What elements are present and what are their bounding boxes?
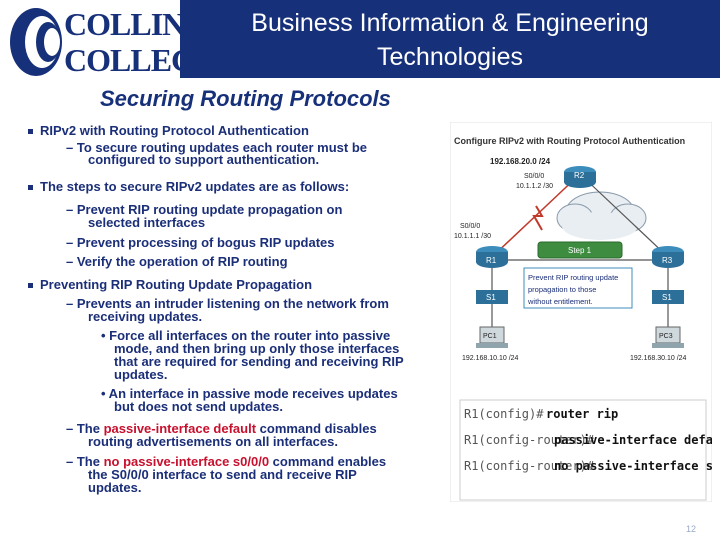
cli-prompt-3: R1(config-router)#: [464, 459, 595, 473]
cli-command-1: router rip: [546, 407, 618, 421]
r1-s000-label: S0/0/0: [460, 223, 480, 230]
bullet-3-sub-2-line-2: routing advertisements on all interfaces…: [88, 434, 338, 449]
bullet-3-sub-1-line-1: – Prevents an intruder listening on the …: [66, 296, 389, 311]
slide-title: Securing Routing Protocols: [100, 86, 391, 111]
no-passive-interface-command: no passive-interface s0/0/0: [103, 454, 270, 469]
bullet-3-dot-1-line-1: • Force all interfaces on the router int…: [101, 328, 391, 343]
cli-command-2: passive-interface default: [554, 433, 712, 447]
link-r2-r3: [579, 173, 669, 258]
bullet-3-dot-1-line-4: updates.: [114, 367, 168, 382]
r1-s000-ip: 10.1.1.1 /30: [454, 233, 491, 240]
router-r1-label: R1: [486, 256, 497, 265]
r2-network-label: 192.168.20.0 /24: [490, 157, 551, 166]
router-r2-label: R2: [574, 171, 585, 180]
header-title-line1: Business Information & Engineering: [251, 9, 649, 37]
callout-line-3: without entitlement.: [527, 297, 593, 306]
header-title: Business Information & Engineering Techn…: [200, 6, 700, 74]
bullet-3-sub-3-line-2: the S0/0/0 interface to send and receive…: [88, 467, 357, 482]
bullet-3-sub-1-line-2: receiving updates.: [88, 309, 203, 324]
bullet-3-dot-1-line-3: that are required for sending and receiv…: [114, 354, 404, 369]
bullet-2-sub-1-line-2: selected interfaces: [88, 215, 206, 230]
sub-3-prefix: – The: [66, 454, 104, 469]
cli-prompt-1: R1(config)#: [464, 407, 544, 421]
bullet-3-dot-2-line-1: • An interface in passive mode receives …: [101, 386, 398, 401]
bullet-3-dot-2-line-2: but does not send updates.: [114, 399, 284, 414]
sub-3-suffix: command enables: [269, 454, 387, 469]
bullet-3-sub-3-line-1: – The no passive-interface s0/0/0 comman…: [66, 455, 386, 469]
bullet-3-sub-2-line-1: – The passive-interface default command …: [66, 422, 377, 436]
step-1-label: Step 1: [568, 246, 592, 255]
logo-collin-text: COLLIN: [64, 6, 185, 42]
header-bar: [180, 0, 720, 78]
pc1-network-label: 192.168.10.10 /24: [462, 355, 519, 362]
bullet-1-sub-1-line-1: – To secure routing updates each router …: [66, 140, 367, 155]
cli-command-3: no passive-interface s0/0/0: [554, 459, 712, 473]
logo-swoosh-icon: [10, 8, 62, 76]
rip-topology-figure: Configure RIPv2 with Routing Protocol Au…: [450, 122, 712, 502]
router-r3-icon: [652, 246, 684, 268]
bullet-1: RIPv2 with Routing Protocol Authenticati…: [40, 123, 309, 138]
switch-s1-right-icon: [652, 290, 684, 304]
router-r2-icon: [564, 166, 596, 188]
switch-s1-left-icon: [476, 290, 508, 304]
bullet-2: The steps to secure RIPv2 updates are as…: [40, 179, 350, 194]
bullet-square-icon: [28, 185, 33, 190]
pc1-base: [476, 343, 508, 348]
bullet-2-sub-2: – Prevent processing of bogus RIP update…: [66, 235, 335, 250]
page-number: 12: [686, 524, 697, 534]
bullet-square-icon: [28, 283, 33, 288]
step-1-box: [537, 241, 623, 259]
bullet-3-dot-1-line-2: mode, and then bring up only those inter…: [114, 341, 400, 356]
lightning-icon: [532, 205, 544, 231]
collin-college-logo: COLLIN COLLEGE: [2, 4, 216, 80]
passive-interface-default-command: passive-interface default: [103, 421, 257, 436]
figure-title: Configure RIPv2 with Routing Protocol Au…: [454, 136, 685, 146]
callout-line-1: Prevent RIP routing update: [528, 273, 618, 282]
bullet-3: Preventing RIP Routing Update Propagatio…: [40, 277, 313, 292]
sub-2-prefix: – The: [66, 421, 104, 436]
bullet-2-sub-1-line-1: – Prevent RIP routing update propagation…: [66, 202, 343, 217]
cli-box: [459, 399, 707, 501]
bullet-2-sub-3: – Verify the operation of RIP routing: [66, 254, 288, 269]
bullet-square-icon: [28, 129, 33, 134]
sub-2-suffix: command disables: [256, 421, 377, 436]
pc3-label: PC3: [659, 333, 673, 340]
pc3-network-label: 192.168.30.10 /24: [630, 355, 687, 362]
bullet-1-sub-1-line-2: configured to support authentication.: [88, 152, 320, 167]
cli-prompt-2: R1(config-router)#: [464, 433, 595, 447]
r2-s000-label: S0/0/0: [524, 173, 544, 180]
header-title-line2: Technologies: [377, 43, 523, 71]
r2-s000-ip: 10.1.1.2 /30: [516, 183, 553, 190]
router-r1-icon: [476, 246, 508, 268]
callout-box: [523, 267, 633, 309]
router-r3-label: R3: [662, 256, 673, 265]
bullet-3-sub-3-line-3: updates.: [88, 480, 142, 495]
pc1-label: PC1: [483, 333, 497, 340]
switch-s1-right-label: S1: [662, 293, 672, 302]
callout-line-2: propagation to those: [528, 285, 596, 294]
pc3-base: [652, 343, 684, 348]
switch-s1-left-label: S1: [486, 293, 496, 302]
